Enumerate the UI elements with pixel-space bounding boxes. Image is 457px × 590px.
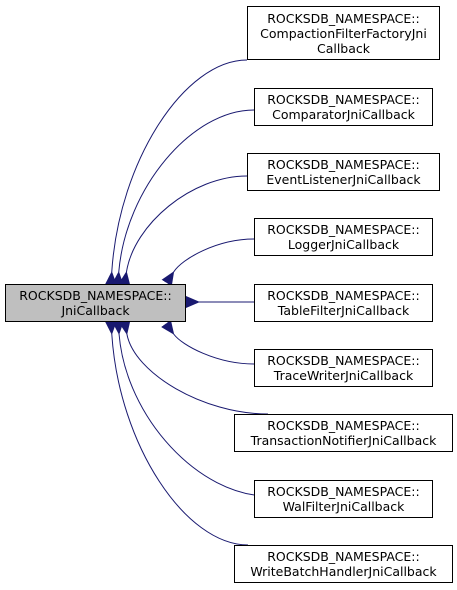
derived-node-namespace: ROCKSDB_NAMESPACE:: <box>267 353 420 368</box>
derived-node-name: CompactionFilterFactoryJni <box>260 25 427 41</box>
derived-node-name: TableFilterJniCallback <box>277 303 410 318</box>
derived-node-comparator[interactable]: ROCKSDB_NAMESPACE:: ComparatorJniCallbac… <box>254 88 433 126</box>
inheritance-edge-logger <box>161 238 255 287</box>
base-class-name: JniCallback <box>61 303 130 318</box>
inheritance-edge-write-batch-handler <box>104 320 249 546</box>
derived-node-name: ComparatorJniCallback <box>272 107 415 122</box>
inheritance-edge-trace-writer <box>161 319 255 365</box>
inheritance-edge-compaction-filter-factory <box>104 59 248 286</box>
derived-node-write-batch-handler[interactable]: ROCKSDB_NAMESPACE:: WriteBatchHandlerJni… <box>234 545 453 583</box>
derived-node-namespace: ROCKSDB_NAMESPACE:: <box>267 92 420 107</box>
derived-node-logger[interactable]: ROCKSDB_NAMESPACE:: LoggerJniCallback <box>254 218 433 256</box>
derived-node-name: TransactionNotifierJniCallback <box>250 433 437 448</box>
derived-node-compaction-filter-factory[interactable]: ROCKSDB_NAMESPACE:: CompactionFilterFact… <box>247 6 440 60</box>
base-class-namespace: ROCKSDB_NAMESPACE:: <box>19 288 172 303</box>
derived-node-transaction-notifier[interactable]: ROCKSDB_NAMESPACE:: TransactionNotifierJ… <box>234 414 453 452</box>
derived-node-namespace: ROCKSDB_NAMESPACE:: <box>267 222 420 237</box>
derived-node-name: EventListenerJniCallback <box>266 172 421 187</box>
derived-node-namespace: ROCKSDB_NAMESPACE:: <box>267 418 420 433</box>
derived-node-table-filter[interactable]: ROCKSDB_NAMESPACE:: TableFilterJniCallba… <box>254 284 433 322</box>
base-class-node: ROCKSDB_NAMESPACE:: JniCallback <box>5 284 186 322</box>
inheritance-edge-comparator <box>111 109 255 286</box>
inheritance-edge-event-listener <box>118 175 248 286</box>
derived-node-name: WalFilterJniCallback <box>282 499 405 514</box>
derived-node-name: TraceWriterJniCallback <box>273 368 414 383</box>
derived-node-name: LoggerJniCallback <box>287 237 400 252</box>
inheritance-edge-wal-filter <box>111 320 269 497</box>
derived-node-trace-writer[interactable]: ROCKSDB_NAMESPACE:: TraceWriterJniCallba… <box>254 349 433 387</box>
derived-node-namespace: ROCKSDB_NAMESPACE:: <box>267 10 420 26</box>
derived-node-wal-filter[interactable]: ROCKSDB_NAMESPACE:: WalFilterJniCallback <box>254 480 433 518</box>
derived-node-name-cont: Callback <box>316 40 371 56</box>
derived-node-namespace: ROCKSDB_NAMESPACE:: <box>267 157 420 172</box>
inheritance-edge-transaction-notifier <box>118 320 269 415</box>
derived-node-event-listener[interactable]: ROCKSDB_NAMESPACE:: EventListenerJniCall… <box>247 153 440 191</box>
derived-node-namespace: ROCKSDB_NAMESPACE:: <box>267 484 420 499</box>
derived-node-name: WriteBatchHandlerJniCallback <box>250 564 437 579</box>
derived-node-namespace: ROCKSDB_NAMESPACE:: <box>267 288 420 303</box>
derived-node-namespace: ROCKSDB_NAMESPACE:: <box>267 549 420 564</box>
